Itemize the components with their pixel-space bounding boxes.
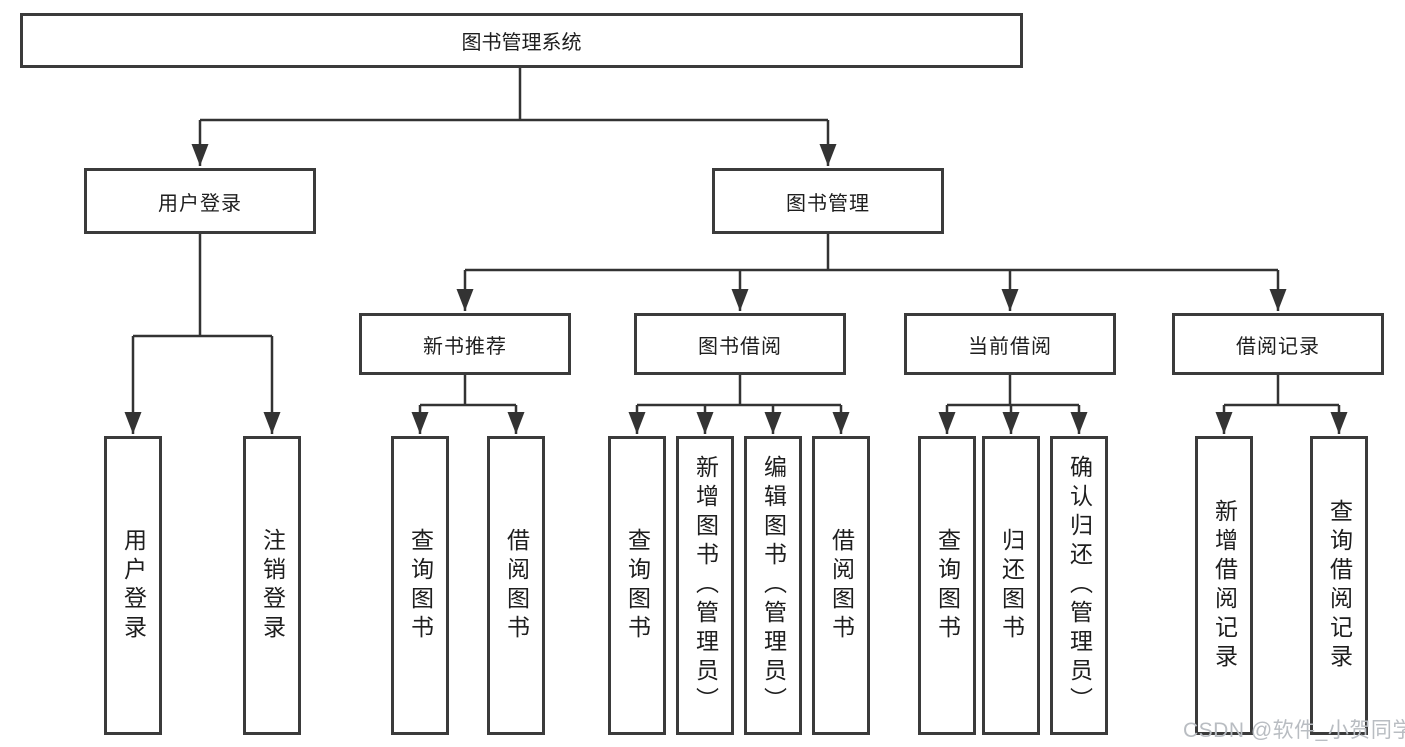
leaf-user-login: 用户登录 [104,436,162,735]
node-current-borrow: 当前借阅 [904,313,1116,375]
node-book-borrow: 图书借阅 [634,313,846,375]
leaf-current-confirm-return-admin: 确认归还（管理员） [1050,436,1108,735]
leaf-records-add-record: 新增借阅记录 [1195,436,1253,735]
node-book-management: 图书管理 [712,168,944,234]
leaf-borrow-query-books: 查询图书 [608,436,666,735]
leaf-current-query-books: 查询图书 [918,436,976,735]
node-user-login: 用户登录 [84,168,316,234]
leaf-borrow-borrow-books: 借阅图书 [812,436,870,735]
leaf-newbook-query-books: 查询图书 [391,436,449,735]
leaf-records-query-record: 查询借阅记录 [1310,436,1368,735]
leaf-logout: 注销登录 [243,436,301,735]
node-new-book-recommend: 新书推荐 [359,313,571,375]
node-borrow-records: 借阅记录 [1172,313,1384,375]
node-root: 图书管理系统 [20,13,1023,68]
watermark: CSDN @软件_小贺同学 [1183,719,1405,742]
leaf-borrow-add-books-admin: 新增图书（管理员） [676,436,734,735]
leaf-current-return-books: 归还图书 [982,436,1040,735]
leaf-borrow-edit-books-admin: 编辑图书（管理员） [744,436,802,735]
leaf-newbook-borrow-books: 借阅图书 [487,436,545,735]
